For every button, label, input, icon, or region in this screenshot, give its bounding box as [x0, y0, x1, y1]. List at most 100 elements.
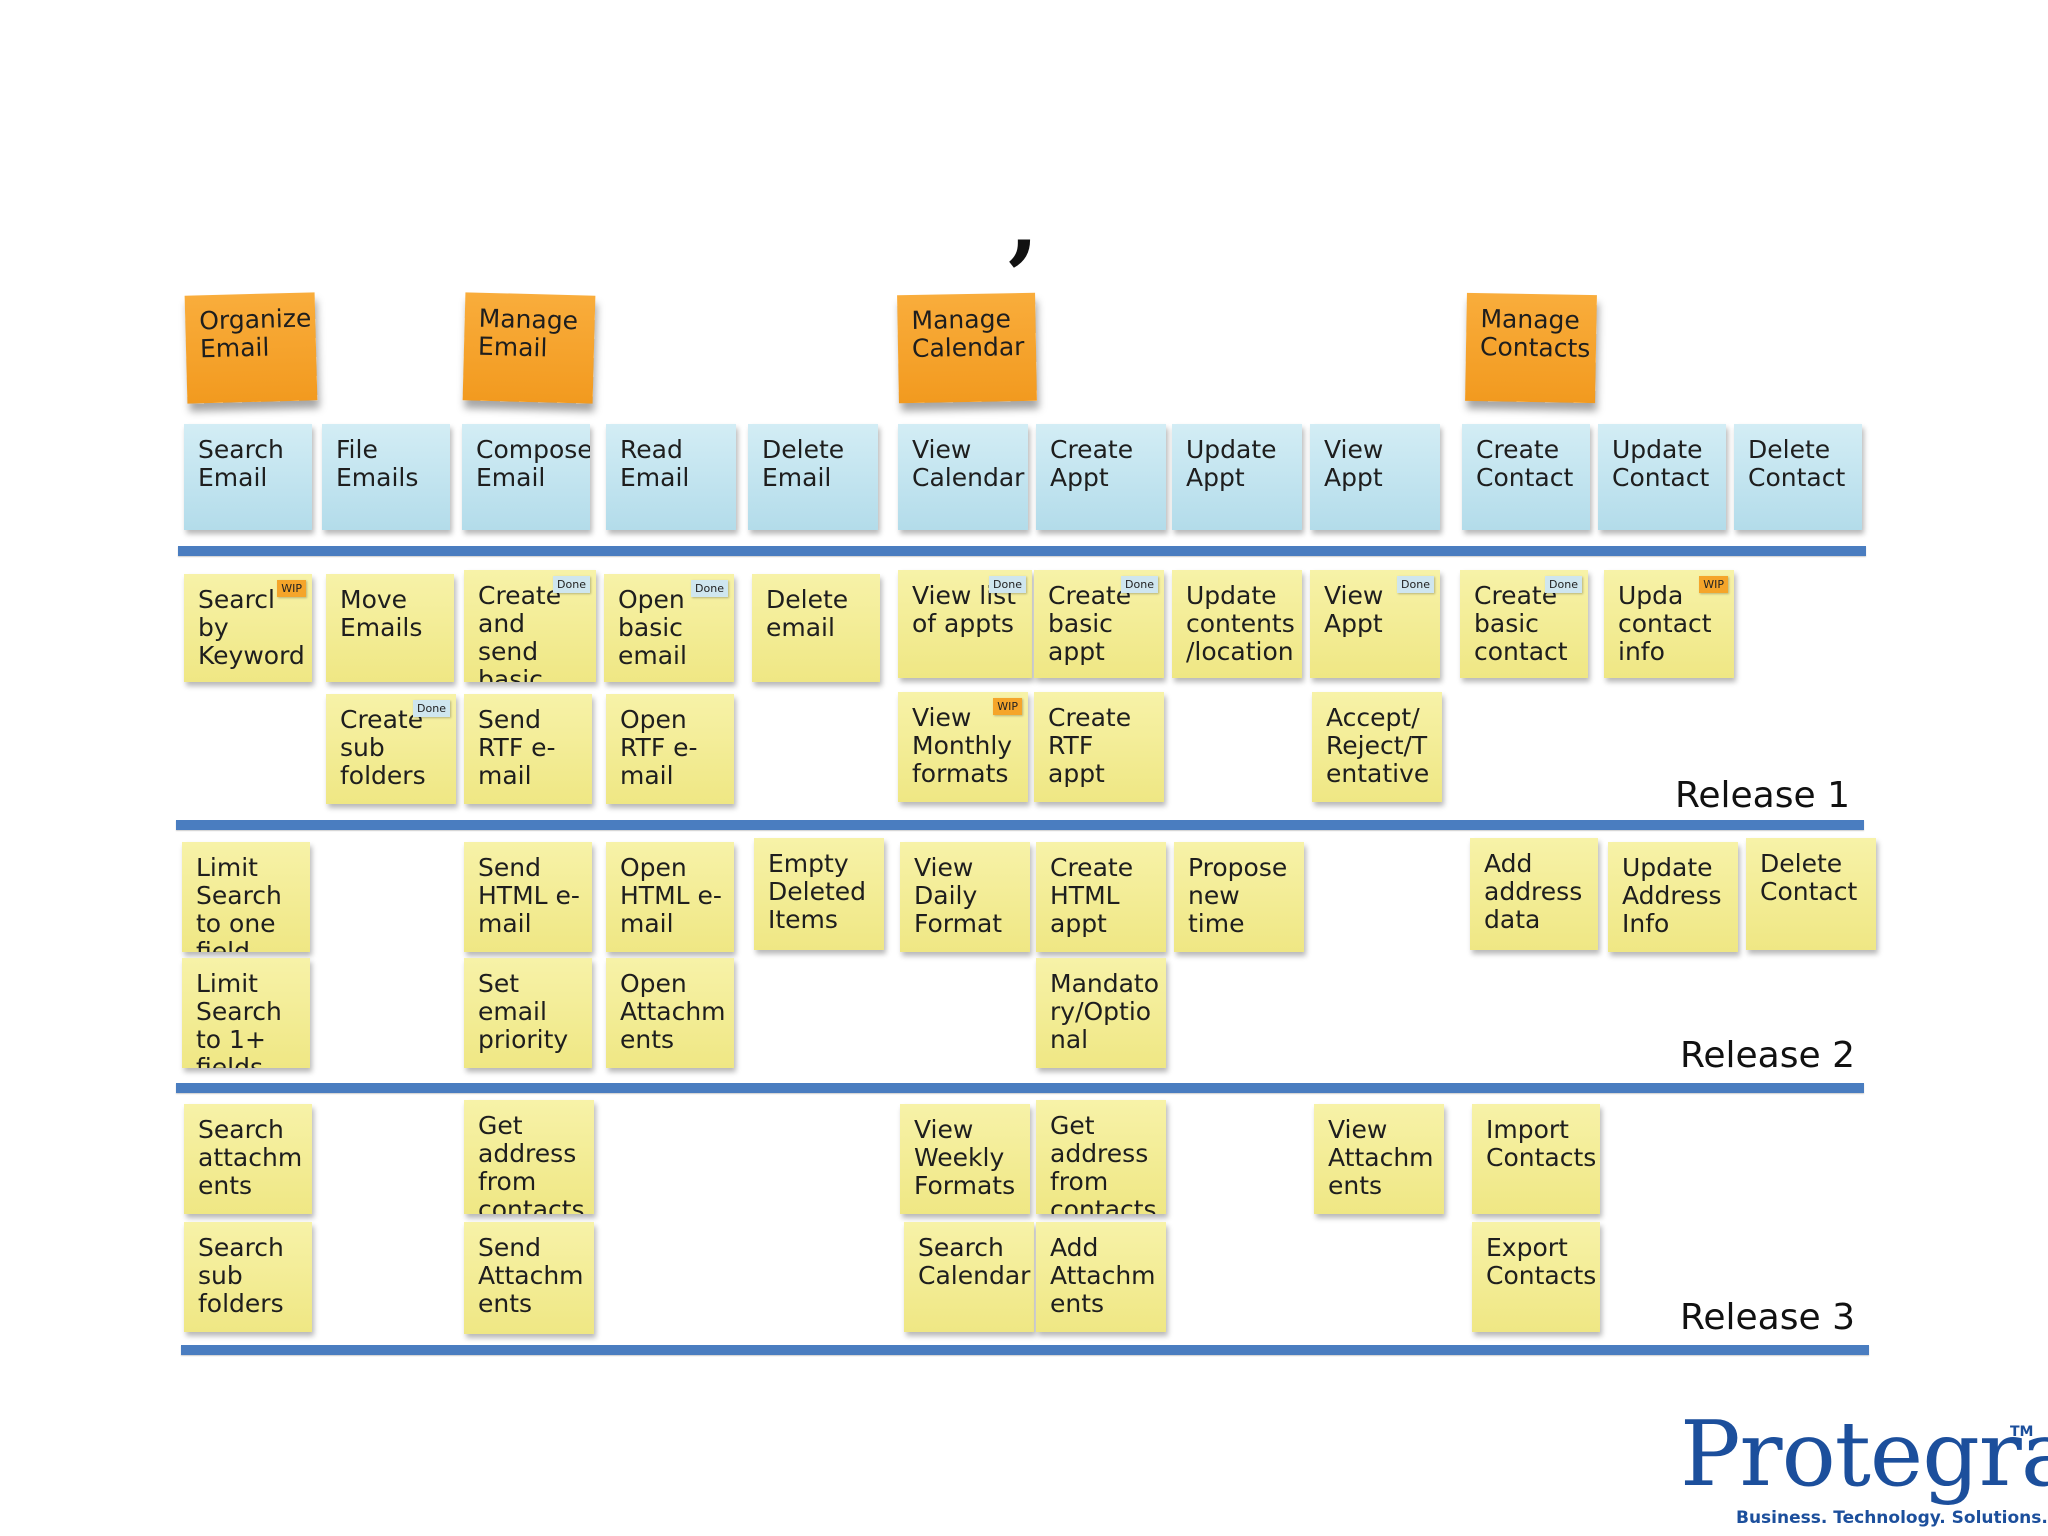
- activity-note-text: Search Email: [198, 435, 284, 492]
- status-tag-done: Done: [691, 580, 728, 597]
- story-note-propose-new-time: Propose new time: [1174, 842, 1304, 952]
- activity-note-create-contact: Create Contact: [1462, 424, 1590, 530]
- activity-note-view-calendar: View Calendar: [898, 424, 1028, 530]
- story-note-text: Create HTML appt: [1050, 853, 1134, 938]
- activity-note-text: View Appt: [1324, 435, 1384, 492]
- story-note-text: Send Attachm ents: [478, 1233, 584, 1318]
- story-note-text: Search sub folders: [198, 1233, 284, 1318]
- story-note-mandatory-optional: Mandato ry/Optio nal: [1036, 958, 1166, 1068]
- status-tag-wip: WIP: [993, 698, 1022, 715]
- epic-note-text: Organize Email: [198, 303, 312, 364]
- epic-note-text: Manage Contacts: [1479, 304, 1591, 364]
- story-note-text: View Appt: [1324, 581, 1384, 638]
- story-note-open-rtf-email: Open RTF e- mail: [606, 694, 734, 804]
- status-tag-done: Done: [553, 576, 590, 593]
- activity-note-create-appt: Create Appt: [1036, 424, 1166, 530]
- story-note-text: Open Attachm ents: [620, 969, 726, 1054]
- story-note-accept-reject-tentative: Accept/ Reject/T entative: [1312, 692, 1442, 802]
- story-note-get-address-from-contacts-email: Get address from contacts: [464, 1100, 594, 1214]
- epic-note-organize-email: Organize Email: [184, 292, 318, 404]
- status-tag-wip: WIP: [1699, 576, 1728, 593]
- header-mark: ,: [1008, 170, 1039, 274]
- story-note-text: Create sub folders: [340, 705, 426, 790]
- story-note-limit-search-multi-fields: Limit Search to 1+ fields: [182, 958, 310, 1068]
- story-note-create-html-appt: Create HTML appt: [1036, 842, 1166, 952]
- story-note-set-email-priority: Set email priority: [464, 958, 592, 1068]
- story-note-text: Open basic email: [618, 585, 687, 670]
- story-note-text: View Monthly formats: [912, 703, 1013, 788]
- story-note-text: Update contents /location: [1186, 581, 1295, 666]
- story-note-update-address-info: Update Address Info: [1608, 842, 1738, 952]
- backbone-divider: [178, 546, 1866, 556]
- story-note-text: Propose new time: [1188, 853, 1288, 938]
- story-note-text: Accept/ Reject/T entative: [1326, 703, 1430, 788]
- story-note-text: Export Contacts: [1486, 1233, 1597, 1290]
- activity-note-delete-email: Delete Email: [748, 424, 878, 530]
- activity-note-text: Read Email: [620, 435, 690, 492]
- story-note-text: Set email priority: [478, 969, 569, 1054]
- status-tag-done: Done: [1545, 576, 1582, 593]
- story-note-search-sub-folders: Search sub folders: [184, 1222, 312, 1332]
- status-tag-done: Done: [1121, 576, 1158, 593]
- status-tag-done: Done: [989, 576, 1026, 593]
- activity-note-text: Compose Email: [476, 435, 590, 492]
- story-note-text: Upda contact info: [1618, 581, 1712, 666]
- story-note-text: View Daily Format: [914, 853, 1003, 938]
- story-note-text: View Weekly Formats: [914, 1115, 1016, 1200]
- story-note-text: Get address from contacts: [478, 1111, 585, 1215]
- story-note-text: Create RTF appt: [1048, 703, 1132, 788]
- activity-note-text: Delete Contact: [1748, 435, 1846, 492]
- status-tag-wip: WIP: [277, 580, 306, 597]
- story-note-text: Add Attachm ents: [1050, 1233, 1156, 1318]
- story-note-view-attachments: View Attachm ents: [1314, 1104, 1444, 1214]
- story-note-text: Limit Search to one field: [196, 853, 282, 953]
- activity-note-search-email: Search Email: [184, 424, 312, 530]
- release-3-label: Release 3: [1679, 1297, 1855, 1338]
- epic-note-text: Manage Calendar: [911, 304, 1025, 363]
- story-note-text: Create basic appt: [1048, 581, 1132, 666]
- epic-note-manage-calendar: Manage Calendar: [897, 292, 1037, 404]
- activity-note-file-emails: File Emails: [322, 424, 450, 530]
- story-note-text: Empty Deleted Items: [768, 849, 867, 934]
- epic-note-manage-contacts: Manage Contacts: [1465, 292, 1597, 404]
- activity-note-update-contact: Update Contact: [1598, 424, 1726, 530]
- story-note-view-weekly-formats: View Weekly Formats: [900, 1104, 1030, 1214]
- story-note-search-attachments: Search attachm ents: [184, 1104, 312, 1214]
- epic-note-text: Manage Email: [477, 303, 579, 363]
- story-note-export-contacts: Export Contacts: [1472, 1222, 1600, 1332]
- release-2-label: Release 2: [1679, 1035, 1855, 1076]
- activity-note-compose-email: Compose Email: [462, 424, 590, 530]
- story-note-text: Move Emails: [340, 585, 423, 642]
- activity-note-update-appt: Update Appt: [1172, 424, 1302, 530]
- activity-note-text: Delete Email: [762, 435, 845, 492]
- activity-note-text: Create Appt: [1050, 435, 1134, 492]
- story-note-send-attachments: Send Attachm ents: [464, 1222, 594, 1334]
- story-note-text: Open RTF e- mail: [620, 705, 698, 790]
- story-note-move-emails: Move Emails: [326, 574, 454, 682]
- story-note-send-rtf-email: Send RTF e- mail: [464, 694, 592, 804]
- story-note-text: View Attachm ents: [1328, 1115, 1434, 1200]
- story-note-text: Send HTML e- mail: [478, 853, 580, 938]
- story-note-text: Create and send basic email: [478, 581, 562, 683]
- logo-trademark: TM: [2010, 1424, 2034, 1440]
- story-note-limit-search-one-field: Limit Search to one field: [182, 842, 310, 952]
- story-note-get-address-from-contacts-appt: Get address from contacts: [1036, 1100, 1166, 1214]
- story-note-text: Search attachm ents: [198, 1115, 303, 1200]
- story-note-text: Limit Search to 1+ fields: [196, 969, 282, 1069]
- story-note-update-contents-location: Update contents /location: [1172, 570, 1302, 678]
- story-note-add-address-data: Add address data: [1470, 838, 1598, 950]
- epic-note-manage-email: Manage Email: [462, 292, 596, 404]
- release-3-divider: [181, 1345, 1869, 1355]
- activity-note-text: Update Appt: [1186, 435, 1277, 492]
- story-note-text: View list of appts: [912, 581, 1016, 638]
- activity-note-view-appt: View Appt: [1310, 424, 1440, 530]
